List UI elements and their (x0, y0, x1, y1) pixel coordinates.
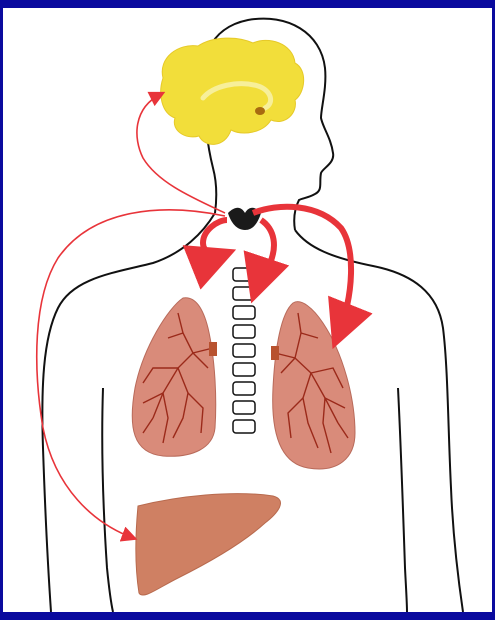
diagram-panel (3, 8, 492, 612)
left-lung-icon (132, 298, 217, 456)
liver-icon (136, 494, 281, 595)
vertebrae-icon (233, 268, 255, 433)
arrow-thyroid-spine (255, 220, 274, 292)
brain-icon (161, 38, 304, 144)
anatomy-diagram (3, 8, 492, 612)
